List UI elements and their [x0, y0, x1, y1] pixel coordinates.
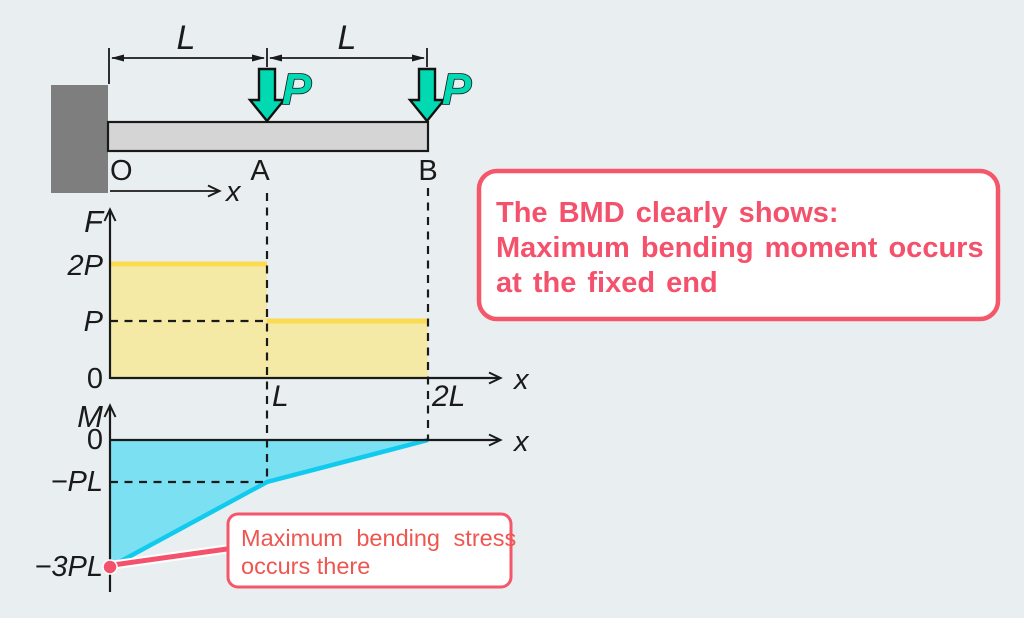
shear-y-axis-label: F — [84, 204, 105, 239]
beam-x-axis-label: x — [224, 176, 242, 208]
shear-xtick-2L: 2L — [431, 380, 465, 413]
shear-tick-0: 0 — [87, 363, 103, 395]
leader-line — [112, 545, 235, 568]
dimension-label-L1: L — [177, 19, 196, 57]
shear-x-axis-label: x — [512, 364, 530, 396]
dimension-label-L2: L — [338, 19, 357, 57]
load-label-P2: P — [442, 65, 472, 114]
stress-callout-box — [226, 512, 513, 589]
moment-y-axis-label: M — [77, 399, 103, 434]
moment-tick-minusPL: −PL — [51, 466, 103, 498]
moment-area — [110, 440, 428, 567]
load-arrow-icon-A — [247, 67, 287, 123]
max-moment-point-marker — [102, 559, 118, 575]
beam — [106, 120, 430, 153]
moment-tick-0: 0 — [87, 424, 103, 456]
fixed-wall — [51, 85, 108, 193]
stress-callout-line-1: Maximum bending stress — [241, 525, 516, 551]
point-label-A: A — [250, 155, 270, 187]
shear-tick-P: P — [84, 306, 104, 338]
moment-x-axis-label: x — [512, 426, 530, 458]
main-callout-line-2: Maximum bending moment occurs — [496, 232, 984, 264]
main-callout-line-3: at the fixed end — [496, 267, 718, 299]
main-callout-box — [476, 168, 1001, 322]
moment-curve — [108, 437, 429, 569]
shear-area-segment-2 — [267, 321, 428, 378]
moment-tick-minus3PL: −3PL — [34, 551, 103, 583]
stress-callout-line-2: occurs there — [241, 553, 370, 579]
shear-xtick-L: L — [272, 380, 289, 413]
point-label-B: B — [418, 155, 437, 187]
load-label-P1: P — [282, 65, 312, 114]
point-label-O: O — [110, 155, 133, 187]
shear-tick-2P: 2P — [67, 250, 104, 282]
load-arrow-icon-B — [407, 67, 447, 123]
main-callout-line-1: The BMD clearly shows: — [496, 197, 839, 229]
